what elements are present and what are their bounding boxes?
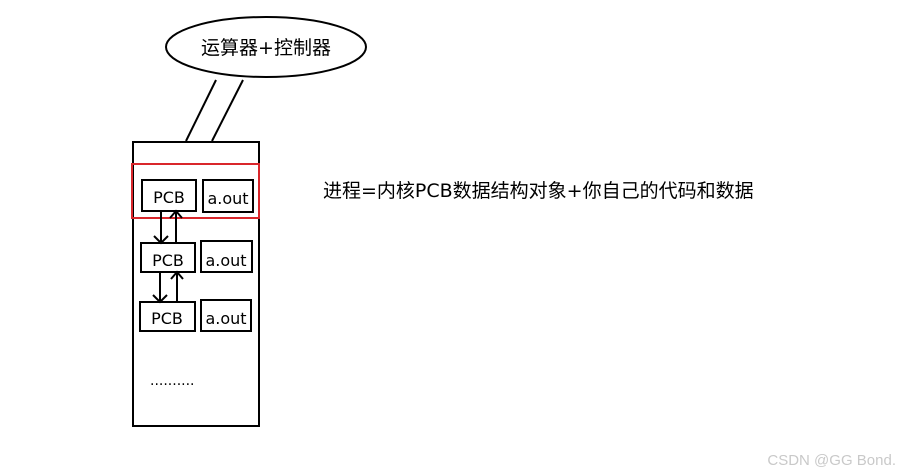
cpu-node: 运算器+控制器 [165, 16, 367, 78]
pcb-label: PCB [152, 251, 184, 270]
code-box [202, 179, 254, 213]
watermark: CSDN @GG Bond. [767, 452, 896, 469]
more-entries-ellipsis: .......... [150, 373, 195, 389]
arrow-head-up-icon [169, 209, 183, 219]
pcb-box [140, 242, 196, 273]
code-box [200, 299, 252, 332]
highlight-box [131, 163, 260, 219]
arrow-head-down-icon [153, 235, 169, 245]
code-label: a.out [205, 309, 246, 328]
pcb-box [141, 179, 197, 212]
code-label: a.out [205, 251, 246, 270]
process-entry: PCB a.out [139, 299, 252, 332]
arrow-head-up-icon [170, 270, 184, 280]
bus-line-left [185, 79, 217, 142]
process-entry: PCB a.out [140, 240, 253, 273]
cpu-bus-connector [185, 79, 244, 142]
bus-line-right [211, 79, 244, 142]
process-entry: PCB a.out [141, 179, 254, 213]
pcb-label: PCB [151, 309, 183, 328]
pcb-box [139, 301, 196, 332]
memory-column [132, 141, 260, 427]
process-definition-text: 进程=内核PCB数据结构对象+你自己的代码和数据 [323, 180, 754, 202]
pcb-link-arrows [152, 209, 184, 304]
cpu-label: 运算器+控制器 [201, 37, 331, 59]
pcb-label: PCB [153, 188, 185, 207]
cpu-ellipse [165, 16, 367, 78]
arrow-head-down-icon [152, 294, 168, 304]
code-box [200, 240, 253, 273]
code-label: a.out [207, 189, 248, 208]
